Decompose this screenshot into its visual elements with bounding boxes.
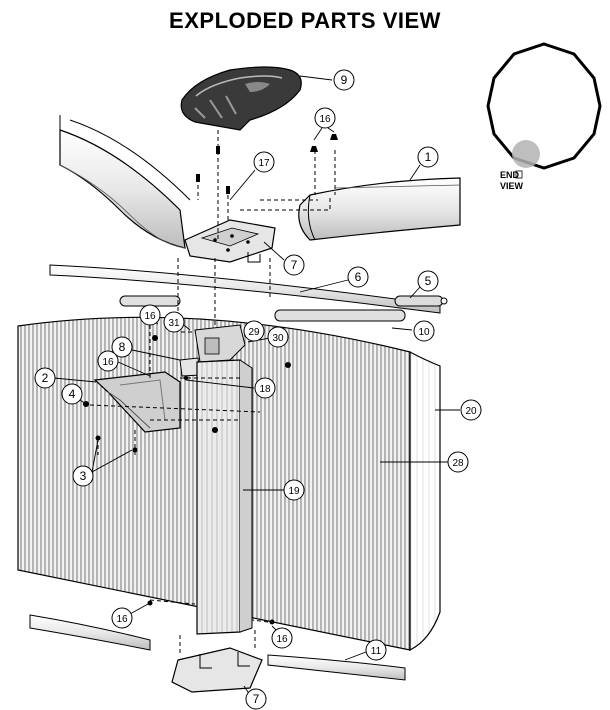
callout-20-label: 20 xyxy=(465,406,477,417)
callout-16-bottom-right-label: 16 xyxy=(276,634,288,645)
callout-4-label: 4 xyxy=(69,387,76,401)
top-rail-left xyxy=(59,115,191,249)
callout-8-label: 8 xyxy=(119,340,126,354)
stabilizer-rail-lower xyxy=(119,295,406,322)
callout-10: 10 xyxy=(413,320,435,342)
end-view-label-line1: END xyxy=(500,170,520,180)
callout-17: 17 xyxy=(253,151,275,173)
callout-5: 5 xyxy=(417,270,439,292)
callout-28-label: 28 xyxy=(452,458,464,469)
callout-10-label: 10 xyxy=(418,327,430,338)
callout-2-label: 2 xyxy=(42,371,49,385)
callout-20: 20 xyxy=(460,399,482,421)
top-cap xyxy=(180,66,302,131)
callout-6-label: 6 xyxy=(355,270,362,284)
callout-3: 3 xyxy=(72,465,94,487)
explosion-guide-lines xyxy=(89,130,336,655)
callout-16-bottom-left-label: 16 xyxy=(116,614,128,625)
page-title: EXPLODED PARTS VIEW xyxy=(169,8,441,33)
callout-31-label: 31 xyxy=(168,318,180,329)
callout-16-top: 16 xyxy=(314,107,336,129)
callout-16-bottom-right: 16 xyxy=(271,627,293,649)
callout-7-top: 7 xyxy=(283,254,305,276)
callout-16-mid-label: 16 xyxy=(102,357,114,368)
callout-18: 18 xyxy=(254,377,276,399)
callout-16-left-label: 16 xyxy=(144,311,156,322)
callout-4: 4 xyxy=(61,383,83,405)
top-rail-right xyxy=(298,177,461,241)
callout-2: 2 xyxy=(34,367,56,389)
callout-5-label: 5 xyxy=(425,274,432,288)
callout-16-top-label: 16 xyxy=(319,114,331,125)
upright-post xyxy=(196,359,253,635)
callout-16-mid: 16 xyxy=(97,350,119,372)
callout-8: 8 xyxy=(111,336,133,358)
top-plate xyxy=(184,219,276,263)
callout-19-label: 19 xyxy=(288,486,300,497)
callout-31: 31 xyxy=(163,311,185,333)
callout-7-bottom-label: 7 xyxy=(253,692,260,706)
post-bracket xyxy=(93,371,181,433)
bottom-rail-left xyxy=(29,614,151,651)
end-view-diagram: END VIEW xyxy=(486,42,602,191)
callout-29-label: 29 xyxy=(248,327,260,338)
callout-16-bottom-left: 16 xyxy=(111,607,133,629)
callout-11-label: 11 xyxy=(371,646,382,657)
callout-6: 6 xyxy=(347,266,369,288)
liner xyxy=(409,351,441,651)
bottom-plate xyxy=(171,647,263,693)
callout-18-label: 18 xyxy=(259,384,271,395)
callout-29: 29 xyxy=(243,320,265,342)
callout-7-bottom: 7 xyxy=(245,688,267,710)
callout-9-label: 9 xyxy=(341,73,348,87)
connector-assembly xyxy=(179,324,246,377)
callout-16-left: 16 xyxy=(139,304,161,326)
callout-17-label: 17 xyxy=(258,158,270,169)
callout-1: 1 xyxy=(417,146,439,168)
callout-30: 30 xyxy=(267,326,289,348)
callout-28: 28 xyxy=(447,451,469,473)
bottom-rail-right xyxy=(267,654,406,681)
callout-19: 19 xyxy=(283,479,305,501)
callout-1-label: 1 xyxy=(425,150,432,164)
fasteners xyxy=(83,134,338,625)
end-view-label-line2: VIEW xyxy=(500,181,524,191)
callout-11: 11 xyxy=(365,639,387,661)
callout-7-top-label: 7 xyxy=(291,258,298,272)
callout-9: 9 xyxy=(333,69,355,91)
stabilizer-rail-upper xyxy=(49,264,448,314)
callout-30-label: 30 xyxy=(272,333,284,344)
callout-3-label: 3 xyxy=(80,469,87,483)
